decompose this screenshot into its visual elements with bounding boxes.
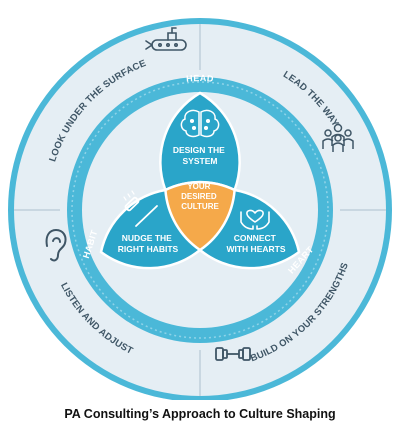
center-culture (164, 180, 236, 252)
dumbbell-icon (215, 347, 251, 361)
center-line-3: CULTURE (181, 202, 219, 211)
submarine-icon (145, 27, 187, 51)
petal-head-line-1: DESIGN THE (173, 145, 225, 155)
figure-caption: PA Consulting’s Approach to Culture Shap… (64, 407, 336, 421)
ear-icon (45, 228, 67, 262)
center-line-2: DESIRED (181, 192, 217, 201)
ring-label-head: HEAD (186, 73, 214, 84)
team-icon (322, 123, 354, 152)
center-label: YOUR DESIRED CULTURE (181, 182, 219, 211)
toothbrush-icon (123, 190, 158, 227)
hands-heart-icon (240, 209, 270, 230)
petal-heart-line-2: WITH HEARTS (226, 244, 285, 254)
petal-heart-label: CONNECT WITH HEARTS (226, 233, 285, 254)
center-line-1: YOUR (187, 182, 210, 191)
brain-icon (180, 109, 220, 138)
petal-heart-line-1: CONNECT (234, 233, 277, 243)
petal-head-line-2: SYSTEM (183, 156, 218, 166)
petal-habit-line-2: RIGHT HABITS (118, 244, 179, 254)
culture-shaping-diagram: LOOK UNDER THE SURFACE LEAD THE WAY LIST… (8, 18, 392, 400)
petal-habit-line-1: NUDGE THE (122, 233, 172, 243)
blue-ring-highlight (71, 81, 329, 339)
svg-text:HEAD: HEAD (186, 73, 215, 84)
petal-habit-label: NUDGE THE RIGHT HABITS (118, 233, 179, 254)
petal-head-label: DESIGN THE SYSTEM (173, 145, 227, 166)
